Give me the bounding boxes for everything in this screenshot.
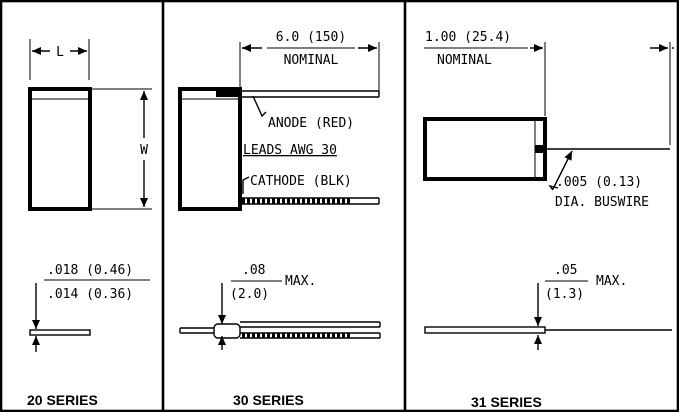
side-view-30 bbox=[179, 321, 381, 339]
panel-20-series: L W .018 (0.46) .014 (0.36) 20 SERIES bbox=[27, 39, 152, 408]
series-30-label: 30 SERIES bbox=[233, 392, 304, 408]
thickness-max: .018 (0.46) bbox=[47, 263, 133, 278]
cathode-label: CATHODE (BLK) bbox=[250, 174, 352, 189]
panel-30-series: 6.0 (150) NOMINAL ANODE (RED) LEADS AWG … bbox=[178, 30, 381, 408]
thickness-callout-30: .08 (2.0) MAX. bbox=[218, 263, 316, 350]
lead-length-dimension: 6.0 (150) NOMINAL bbox=[239, 30, 380, 96]
chip-body-rotated bbox=[423, 117, 670, 181]
thickness-callout: .018 (0.46) .014 (0.36) bbox=[32, 263, 150, 352]
series-20-label: 20 SERIES bbox=[27, 392, 98, 408]
wire-diameter: .005 (0.13) bbox=[556, 175, 642, 190]
length-label: L bbox=[56, 45, 64, 60]
thickness-note: MAX. bbox=[285, 274, 316, 289]
series-31-label: 31 SERIES bbox=[471, 394, 542, 410]
cathode-lead: CATHODE (BLK) bbox=[240, 174, 380, 205]
lead-length-value: 6.0 (150) bbox=[276, 30, 346, 45]
wire-length-value: 1.00 (25.4) bbox=[425, 30, 511, 45]
buswire-callout: .005 (0.13) DIA. BUSWIRE bbox=[548, 150, 649, 210]
thickness-min: .014 (0.36) bbox=[47, 287, 133, 302]
thickness-value: .08 bbox=[242, 263, 265, 278]
chip-body-leaded bbox=[178, 87, 242, 211]
thickness-value: .05 bbox=[554, 263, 577, 278]
chip-side-view bbox=[29, 329, 91, 336]
width-label: W bbox=[140, 143, 148, 158]
leads-spec: LEADS AWG 30 bbox=[243, 143, 337, 158]
chip-body bbox=[28, 87, 92, 211]
wire-type: DIA. BUSWIRE bbox=[555, 195, 649, 210]
thickness-mm: (1.3) bbox=[545, 287, 584, 302]
thickness-mm: (2.0) bbox=[230, 287, 269, 302]
side-view-31 bbox=[424, 326, 672, 334]
wire-length-dimension: 1.00 (25.4) NOMINAL bbox=[424, 30, 674, 145]
anode-label: ANODE (RED) bbox=[268, 116, 354, 131]
length-dimension: L bbox=[29, 39, 90, 80]
wire-length-note: NOMINAL bbox=[437, 53, 492, 68]
width-dimension: W bbox=[92, 88, 152, 210]
anode-lead: ANODE (RED) bbox=[240, 90, 380, 131]
thickness-note: MAX. bbox=[596, 274, 627, 289]
lead-length-note: NOMINAL bbox=[284, 53, 339, 68]
thickness-callout-31: .05 (1.3) MAX. bbox=[534, 263, 627, 350]
panel-31-series: 1.00 (25.4) NOMINAL .005 (0.13) DIA. BUS… bbox=[423, 30, 674, 410]
